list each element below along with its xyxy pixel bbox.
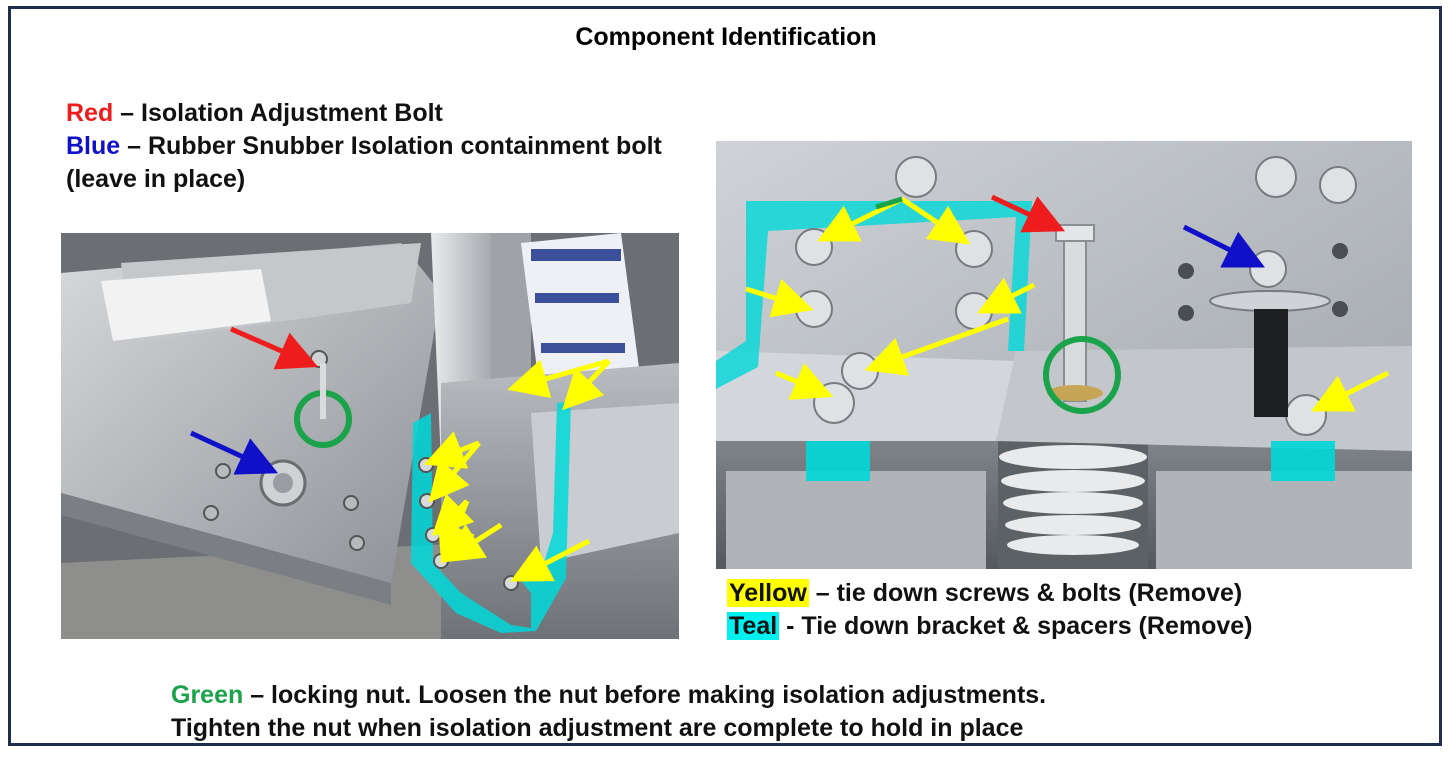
legend-yellow-text: – tie down screws & bolts (Remove) [808, 579, 1243, 607]
legend-yellow-key: Yellow [727, 579, 809, 607]
legend-red-key: Red [66, 99, 114, 127]
photo-isolator-left [61, 233, 679, 639]
legend-red-text: – Isolation Adjustment Bolt [113, 99, 443, 127]
spring-coils [998, 441, 1148, 569]
legend-bottom: Green – locking nut. Loosen the nut befo… [171, 679, 1046, 745]
legend-red-line: Red – Isolation Adjustment Bolt [66, 97, 686, 130]
legend-green-line: Green – locking nut. Loosen the nut befo… [171, 679, 1046, 712]
legend-right: Yellow – tie down screws & bolts (Remove… [727, 577, 1252, 643]
legend-left: Red – Isolation Adjustment Bolt Blue – R… [66, 97, 686, 196]
legend-blue-line: Blue – Rubber Snubber Isolation containm… [66, 130, 686, 196]
legend-green-line-2: Tighten the nut when isolation adjustmen… [171, 714, 1024, 742]
photo-isolator-right [716, 141, 1412, 569]
legend-blue-text: – Rubber Snubber Isolation containment b… [66, 132, 662, 193]
legend-teal-text: - Tie down bracket & spacers (Remove) [779, 612, 1253, 640]
legend-teal-key: Teal [727, 612, 780, 640]
legend-blue-key: Blue [66, 132, 121, 160]
legend-teal-line: Teal - Tie down bracket & spacers (Remov… [727, 610, 1252, 643]
legend-yellow-line: Yellow – tie down screws & bolts (Remove… [727, 577, 1252, 610]
legend-green-text: – locking nut. Loosen the nut before mak… [243, 681, 1047, 709]
legend-green-key: Green [171, 681, 244, 709]
photo-right-illustration [716, 141, 1412, 569]
page-title: Component Identification [575, 23, 877, 51]
photo-left-illustration [61, 233, 679, 639]
slide-frame: Component Identification Red – Isolation… [8, 6, 1442, 746]
